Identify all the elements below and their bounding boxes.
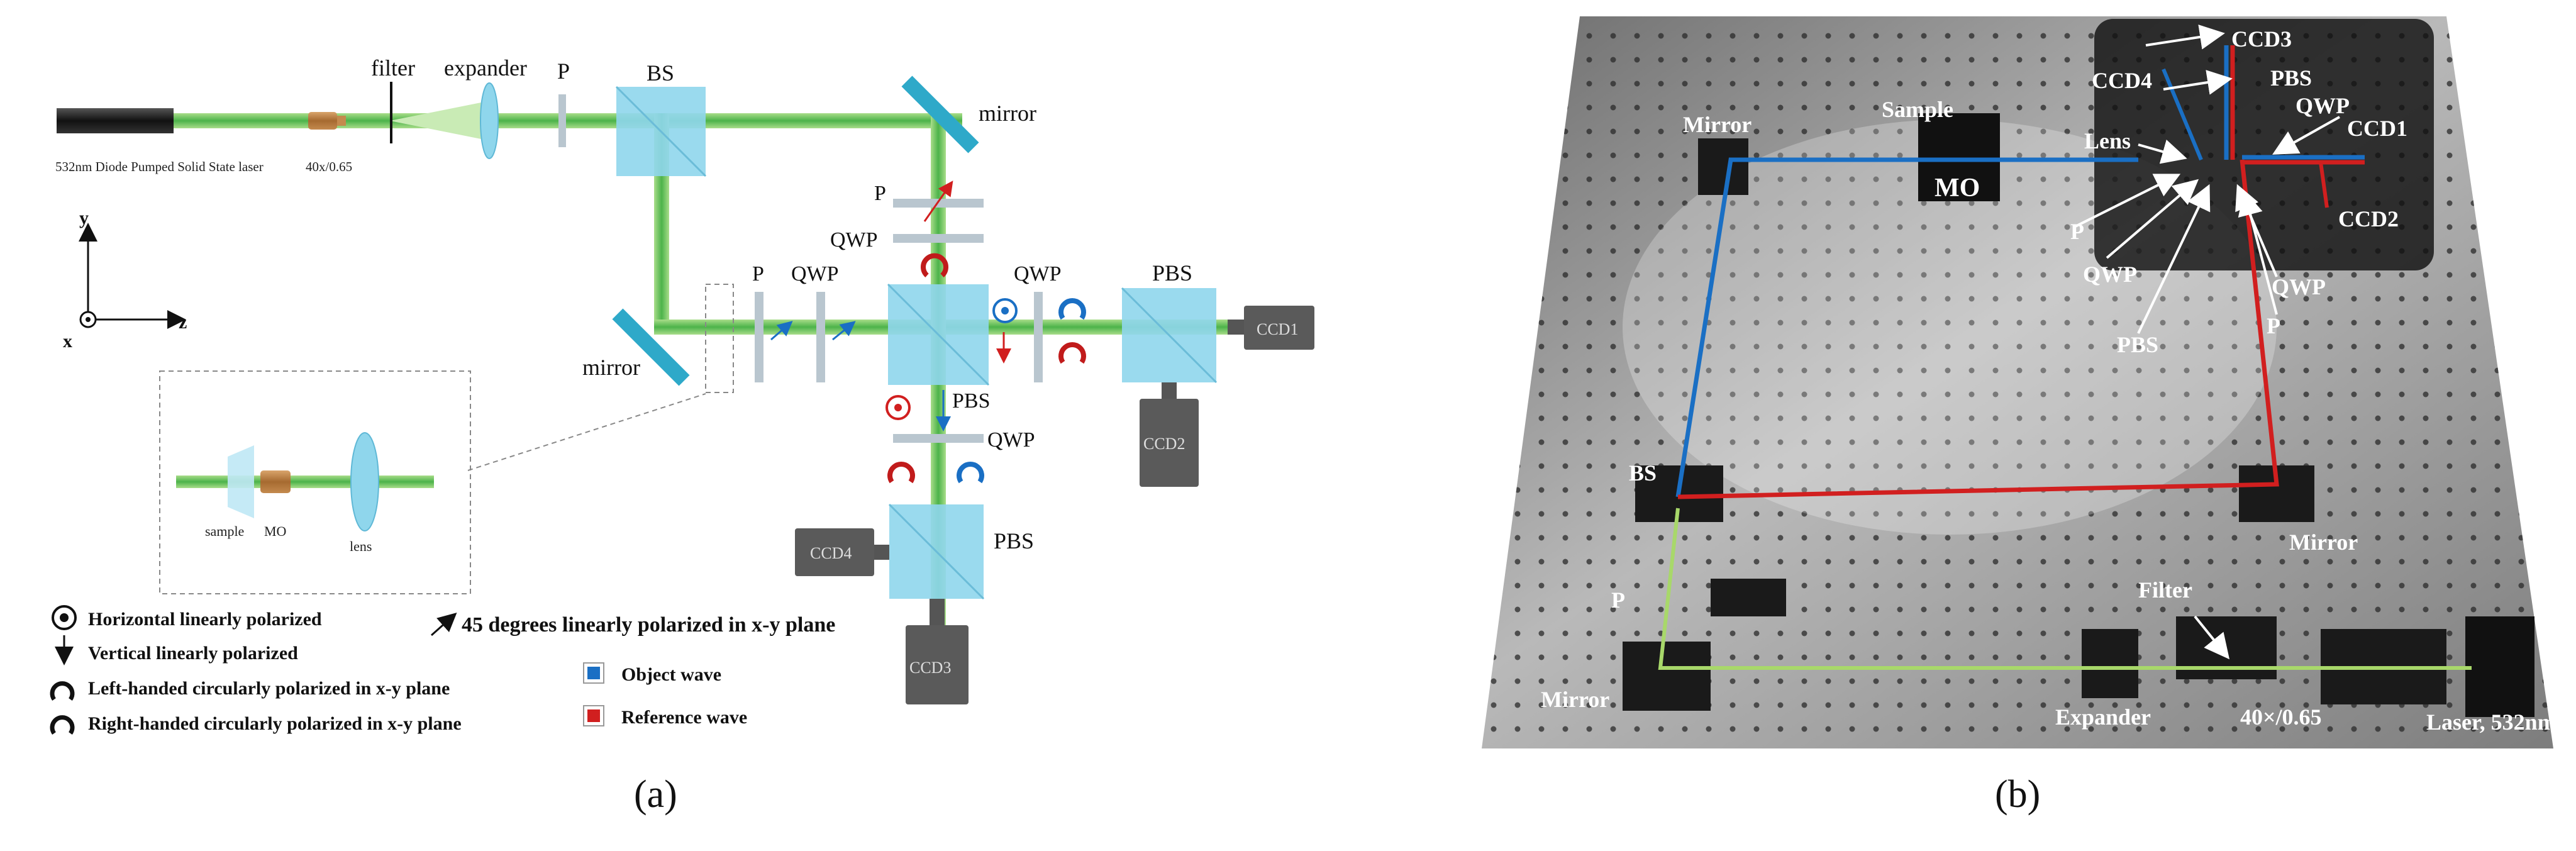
laser-photo-label: Laser, 532nm [2426,709,2557,735]
ccd1-photo-label: CCD1 [2347,116,2407,141]
expander-photo-label: Expander [2055,704,2151,730]
mirror-left-icon [612,308,690,386]
inset-lens-label: lens [350,538,372,554]
laser-mount [2465,616,2534,717]
reference-wave-swatch [587,709,600,722]
reference-wave-path [1677,159,2279,499]
polarizer-horizontal-icon [755,292,763,382]
mirror-tl-photo-label: Mirror [1683,112,1752,137]
qwp-vertical-label: QWP [830,228,878,252]
qwp-mid-label: QWP [987,428,1035,452]
qwp-top-photo-label: QWP [2296,93,2350,118]
ccd2-icon [1140,399,1199,487]
ccd4-icon [795,528,874,576]
legend-right-circ: Right-handed circularly polarized in x-y… [88,713,462,734]
qwp-right-label: QWP [1014,262,1062,286]
axis-x-label: x [63,331,72,352]
p-horizontal-label: P [752,262,764,286]
pbs-bottom-label: PBS [994,528,1034,553]
mirror-top-icon [901,75,979,153]
legend-left-circ: Left-handed circularly polarized in x-y … [88,678,450,699]
mirror-top-label: mirror [979,101,1036,126]
inset-sample-label: sample [205,523,244,539]
legend-vertical: Vertical linearly polarized [88,643,298,664]
laser-body [57,108,174,133]
legend-45deg: 45 degrees linearly polarized in x-y pla… [462,613,835,637]
axis-y-label: y [79,208,89,228]
ccd3-photo-label: CCD3 [2231,26,2292,52]
ccd3-icon [906,625,969,704]
p-vertical-label: P [874,182,886,205]
object-wave-swatch [587,667,600,679]
bs-photo-label: BS [1629,460,1657,486]
sample-icon [228,445,254,518]
legend-object-wave: Object wave [621,664,721,685]
legend-reference-wave: Reference wave [621,707,747,728]
inset-mo-label: MO [264,523,286,539]
qwp-mid-icon [893,434,984,443]
pbs-lower-photo-label: PBS [2117,332,2158,357]
qwp-horizontal-label: QWP [791,262,839,286]
laser-label: 532nm Diode Pumped Solid State laser [55,159,264,174]
expander-label: expander [444,55,527,81]
qwp-right-icon [1034,292,1043,382]
object-wave-path [1675,157,2138,498]
sample-photo-label: Sample [1882,97,1953,122]
mirror-right-photo-label: Mirror [2289,530,2358,555]
p-right-photo-label: P [2267,313,2280,338]
axis-z-label: z [179,312,187,333]
pbs-mid-label: PBS [952,389,991,413]
lens-photo-label: Lens [2084,128,2131,153]
filter-photo-label: Filter [2138,577,2192,603]
ccd2-photo-label: CCD2 [2338,206,2399,231]
ccd1-label: CCD1 [1257,320,1298,338]
qwp-vertical-icon [893,234,984,243]
p-top-label: P [557,58,570,84]
polarizer-top-icon [558,94,566,147]
p-lower-mount [1711,579,1786,616]
mirror-bl-photo-label: Mirror [1541,687,1609,712]
objective-photo-label: 40×/0.65 [2240,704,2322,730]
inset-lens-icon [350,432,379,531]
ccd1-icon [1244,306,1314,350]
p-upper-photo-label: P [2070,219,2084,244]
pbs-top-photo-label: PBS [2270,65,2312,91]
mo-photo-label: MO [1935,174,1980,203]
ccd4-photo-label: CCD4 [2092,68,2152,93]
panel-a: 532nm Diode Pumped Solid State laser 40x… [50,55,1314,735]
expander-lens-icon [480,82,499,159]
pbs-right-label: PBS [1152,260,1192,286]
ccd3-label: CCD3 [909,659,951,677]
bs-label: BS [647,60,674,86]
qwp-horizontal-icon [816,292,825,382]
p-lower-photo-label: P [1611,587,1625,613]
caption-a: (a) [634,773,677,816]
inset: sample MO lens [159,370,706,594]
panel-b: CCD3 CCD4 PBS QWP CCD1 CCD2 Lens Sample … [1482,16,2557,748]
objective-label: 40x/0.65 [306,159,352,174]
objective-icon [308,112,337,130]
expander-mount [2082,629,2138,698]
legend: Horizontal linearly polarized Vertical l… [50,605,835,735]
legend-horizontal: Horizontal linearly polarized [88,609,322,630]
qwp-right-photo-label: QWP [2272,274,2326,299]
mo-icon [260,470,291,493]
qwp-left-photo-label: QWP [2083,262,2137,287]
ccd4-label: CCD4 [810,544,852,562]
optics-cluster [2094,19,2434,270]
filter-label: filter [371,55,415,81]
caption-b: (b) [1995,773,2041,816]
mirror-left-label: mirror [582,355,640,380]
mirror-bl-mount [1623,642,1711,711]
ccd2-label: CCD2 [1143,435,1185,453]
mirror-tl-mount [1698,138,1748,195]
mo-stage-icon [1918,113,2000,201]
laser-path [1658,508,2472,670]
